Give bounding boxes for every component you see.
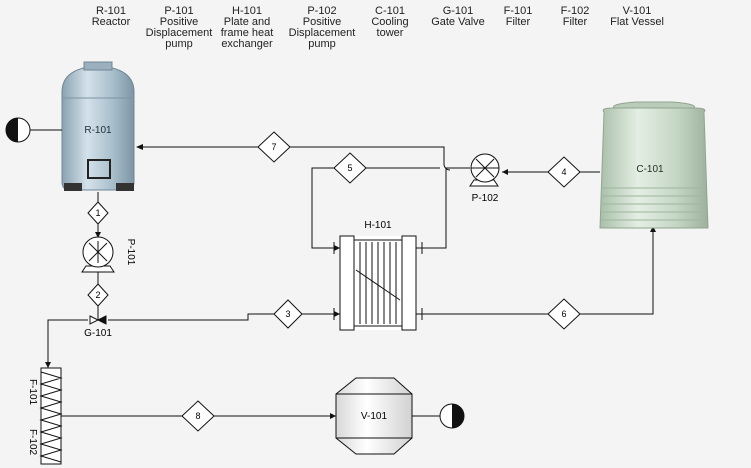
legend-item: F-102 Filter xyxy=(529,6,621,28)
legend-desc: Plate and xyxy=(223,16,271,28)
arrow-to-v101 xyxy=(330,413,336,419)
stream-tag-5: 5 xyxy=(333,152,367,184)
legend-desc: Displacement xyxy=(145,27,213,39)
stream-number: 6 xyxy=(561,309,566,319)
legend-tag: F-102 xyxy=(560,5,590,17)
stream-tag-8: 8 xyxy=(181,400,215,432)
stream-tag-3: 3 xyxy=(273,299,303,329)
line-h101-bypass xyxy=(311,167,440,249)
legend-tag: F-101 xyxy=(503,5,533,17)
stream-tag-4: 4 xyxy=(547,156,581,188)
legend-desc: Gate Valve xyxy=(431,16,485,28)
legend-item: V-101 Flat Vessel xyxy=(591,6,683,28)
gate-valve-g101[interactable]: G-101 xyxy=(84,313,112,339)
instrument-circle-right xyxy=(412,403,465,429)
line-h101-to-c101 xyxy=(416,228,654,315)
cooling-tower-c101[interactable]: C-101 xyxy=(599,101,709,229)
reactor-label: R-101 xyxy=(84,125,112,136)
stream-number: 1 xyxy=(95,208,100,218)
legend-desc: Reactor xyxy=(91,16,131,28)
stream-number: 5 xyxy=(347,163,352,173)
line-p102-to-h101 xyxy=(416,167,470,249)
vessel-v101[interactable]: V-101 xyxy=(335,377,413,455)
pump-p101[interactable]: P-101 xyxy=(81,236,136,273)
flow-arrows xyxy=(45,144,656,419)
legend-tag: P-101 xyxy=(164,5,194,17)
legend-desc: Displacement xyxy=(288,27,356,39)
legend-tag: R-101 xyxy=(96,5,126,17)
stream-number: 8 xyxy=(195,411,200,421)
stream-tag-1: 1 xyxy=(87,201,109,225)
stream-number: 3 xyxy=(285,309,290,319)
legend-item: H-101 Plate and frame heat exchanger xyxy=(201,6,293,50)
vessel-label: V-101 xyxy=(361,411,388,422)
legend-desc: Positive xyxy=(302,16,342,28)
legend-desc: frame heat xyxy=(220,27,274,39)
legend-tag: P-102 xyxy=(307,5,337,17)
legend-item: G-101 Gate Valve xyxy=(412,6,504,28)
legend-tag: C-101 xyxy=(375,5,405,17)
arrow-to-h101-lower xyxy=(334,311,340,317)
reactor-r101[interactable]: R-101 xyxy=(61,61,135,191)
legend-desc: Positive xyxy=(159,16,199,28)
arrow-to-c101 xyxy=(650,226,656,232)
filter-f101-f102[interactable]: F-101 F-102 xyxy=(27,367,63,465)
stream-number: 2 xyxy=(95,290,100,300)
stream-number: 7 xyxy=(271,142,276,152)
legend-desc: tower xyxy=(376,27,404,39)
pump-p101-label: P-101 xyxy=(125,239,136,266)
legend-item: P-102 Positive Displacement pump xyxy=(276,6,368,50)
arrow-to-reactor xyxy=(136,144,143,150)
legend-desc: exchanger xyxy=(221,38,273,50)
legend-tag: G-101 xyxy=(442,5,474,17)
arrow-to-f101 xyxy=(45,362,51,368)
pump-p102[interactable]: P-102 xyxy=(469,153,500,204)
line-stream3-to-h101 xyxy=(108,313,340,321)
legend-tag: H-101 xyxy=(232,5,262,17)
arrow-to-h101-upper xyxy=(334,245,340,251)
heat-exchanger-label: H-101 xyxy=(364,220,392,231)
line-g101-to-f101 xyxy=(47,319,88,368)
equipment-legend: R-101 Reactor P-101 Positive Displacemen… xyxy=(0,6,751,66)
stream-tag-7: 7 xyxy=(257,131,291,163)
legend-desc: Cooling xyxy=(371,16,409,28)
arrow-to-p101 xyxy=(95,232,101,238)
gate-valve-label: G-101 xyxy=(84,328,112,339)
legend-desc: pump xyxy=(308,38,336,50)
legend-desc: Flat Vessel xyxy=(610,16,664,28)
legend-desc: Filter xyxy=(562,16,588,28)
legend-item: R-101 Reactor xyxy=(65,6,157,28)
line-stream7-return xyxy=(143,146,451,171)
arrow-to-p102 xyxy=(502,169,508,175)
legend-item: P-101 Positive Displacement pump xyxy=(133,6,225,50)
legend-tag: V-101 xyxy=(622,5,652,17)
stream-number: 4 xyxy=(561,167,566,177)
instrument-circle-left xyxy=(5,117,62,143)
cooling-tower-label: C-101 xyxy=(636,164,664,175)
legend-desc: Filter xyxy=(505,16,531,28)
stream-tag-6: 6 xyxy=(547,298,581,330)
legend-item: F-101 Filter xyxy=(472,6,564,28)
legend-desc: pump xyxy=(165,38,193,50)
filter-f101-label: F-101 xyxy=(27,379,38,406)
legend-item: C-101 Cooling tower xyxy=(344,6,436,39)
pump-p102-label: P-102 xyxy=(472,193,499,204)
filter-f102-label: F-102 xyxy=(27,429,38,456)
heat-exchanger-h101[interactable]: H-101 xyxy=(333,220,423,331)
stream-tag-2: 2 xyxy=(87,283,109,307)
